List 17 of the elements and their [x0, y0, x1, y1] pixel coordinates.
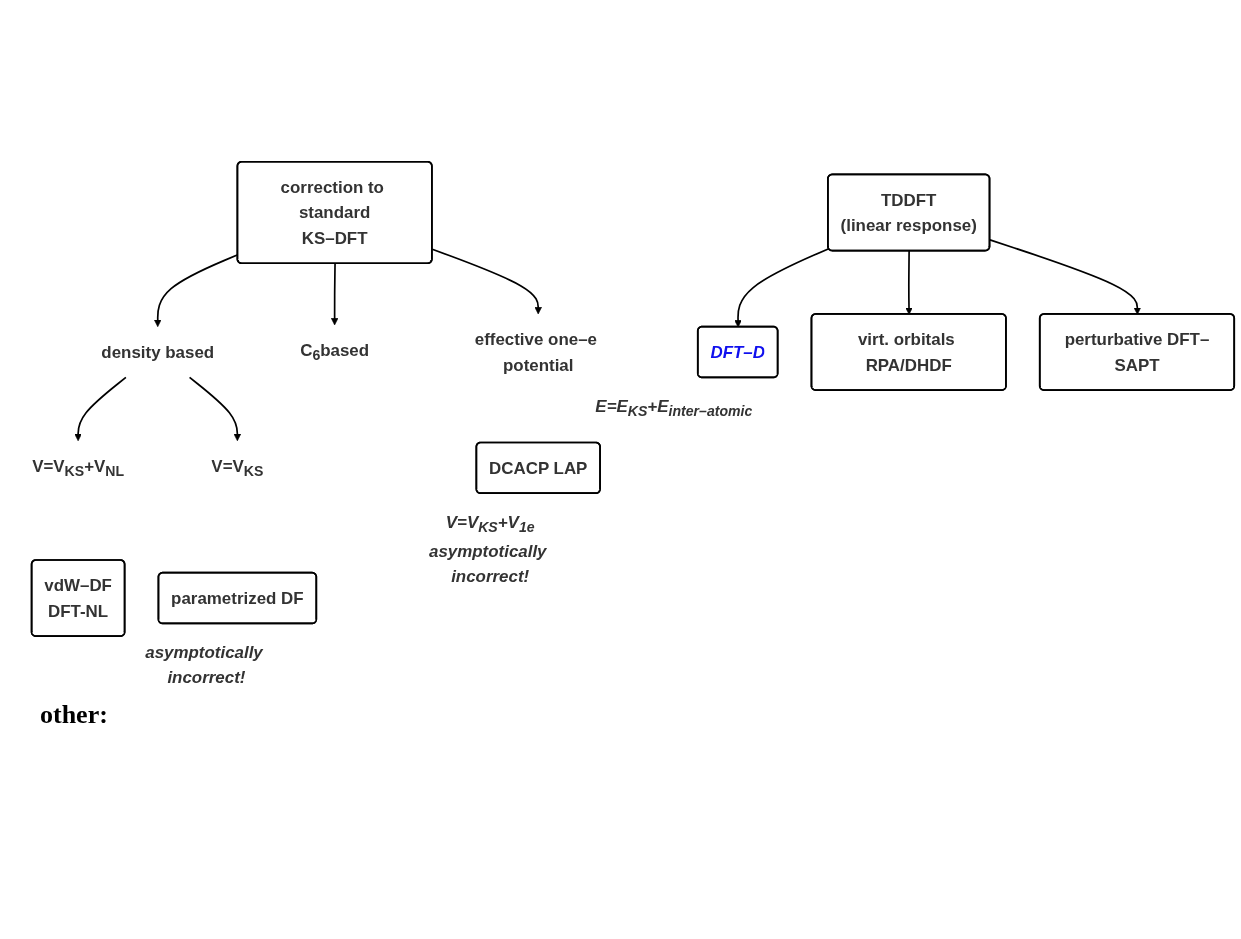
arrow — [330, 262, 339, 326]
node-text: effective one–e potential — [474, 329, 597, 374]
side-label: other: — [40, 700, 108, 730]
node-label: E=E$_{KS}$+E$_{inter–atomic}$ — [595, 396, 753, 420]
arrow — [188, 376, 242, 442]
arrow — [431, 248, 542, 315]
node-text: V=V$_{KS}$ — [211, 456, 264, 480]
node-label: asymptotically incorrect! — [145, 642, 263, 687]
node-text: C$_{6}$based — [300, 340, 370, 364]
arrow — [989, 238, 1141, 315]
node-label: asymptotically incorrect! — [429, 541, 547, 586]
node-text: density based — [101, 342, 215, 362]
node-text: V=V$_{KS}$+V$_{NL}$ — [32, 456, 125, 480]
node-label: V=V$_{KS}$+V$_{1e}$ — [445, 512, 535, 536]
arrow — [734, 247, 830, 328]
arrow — [74, 376, 127, 442]
arrow — [905, 250, 913, 315]
